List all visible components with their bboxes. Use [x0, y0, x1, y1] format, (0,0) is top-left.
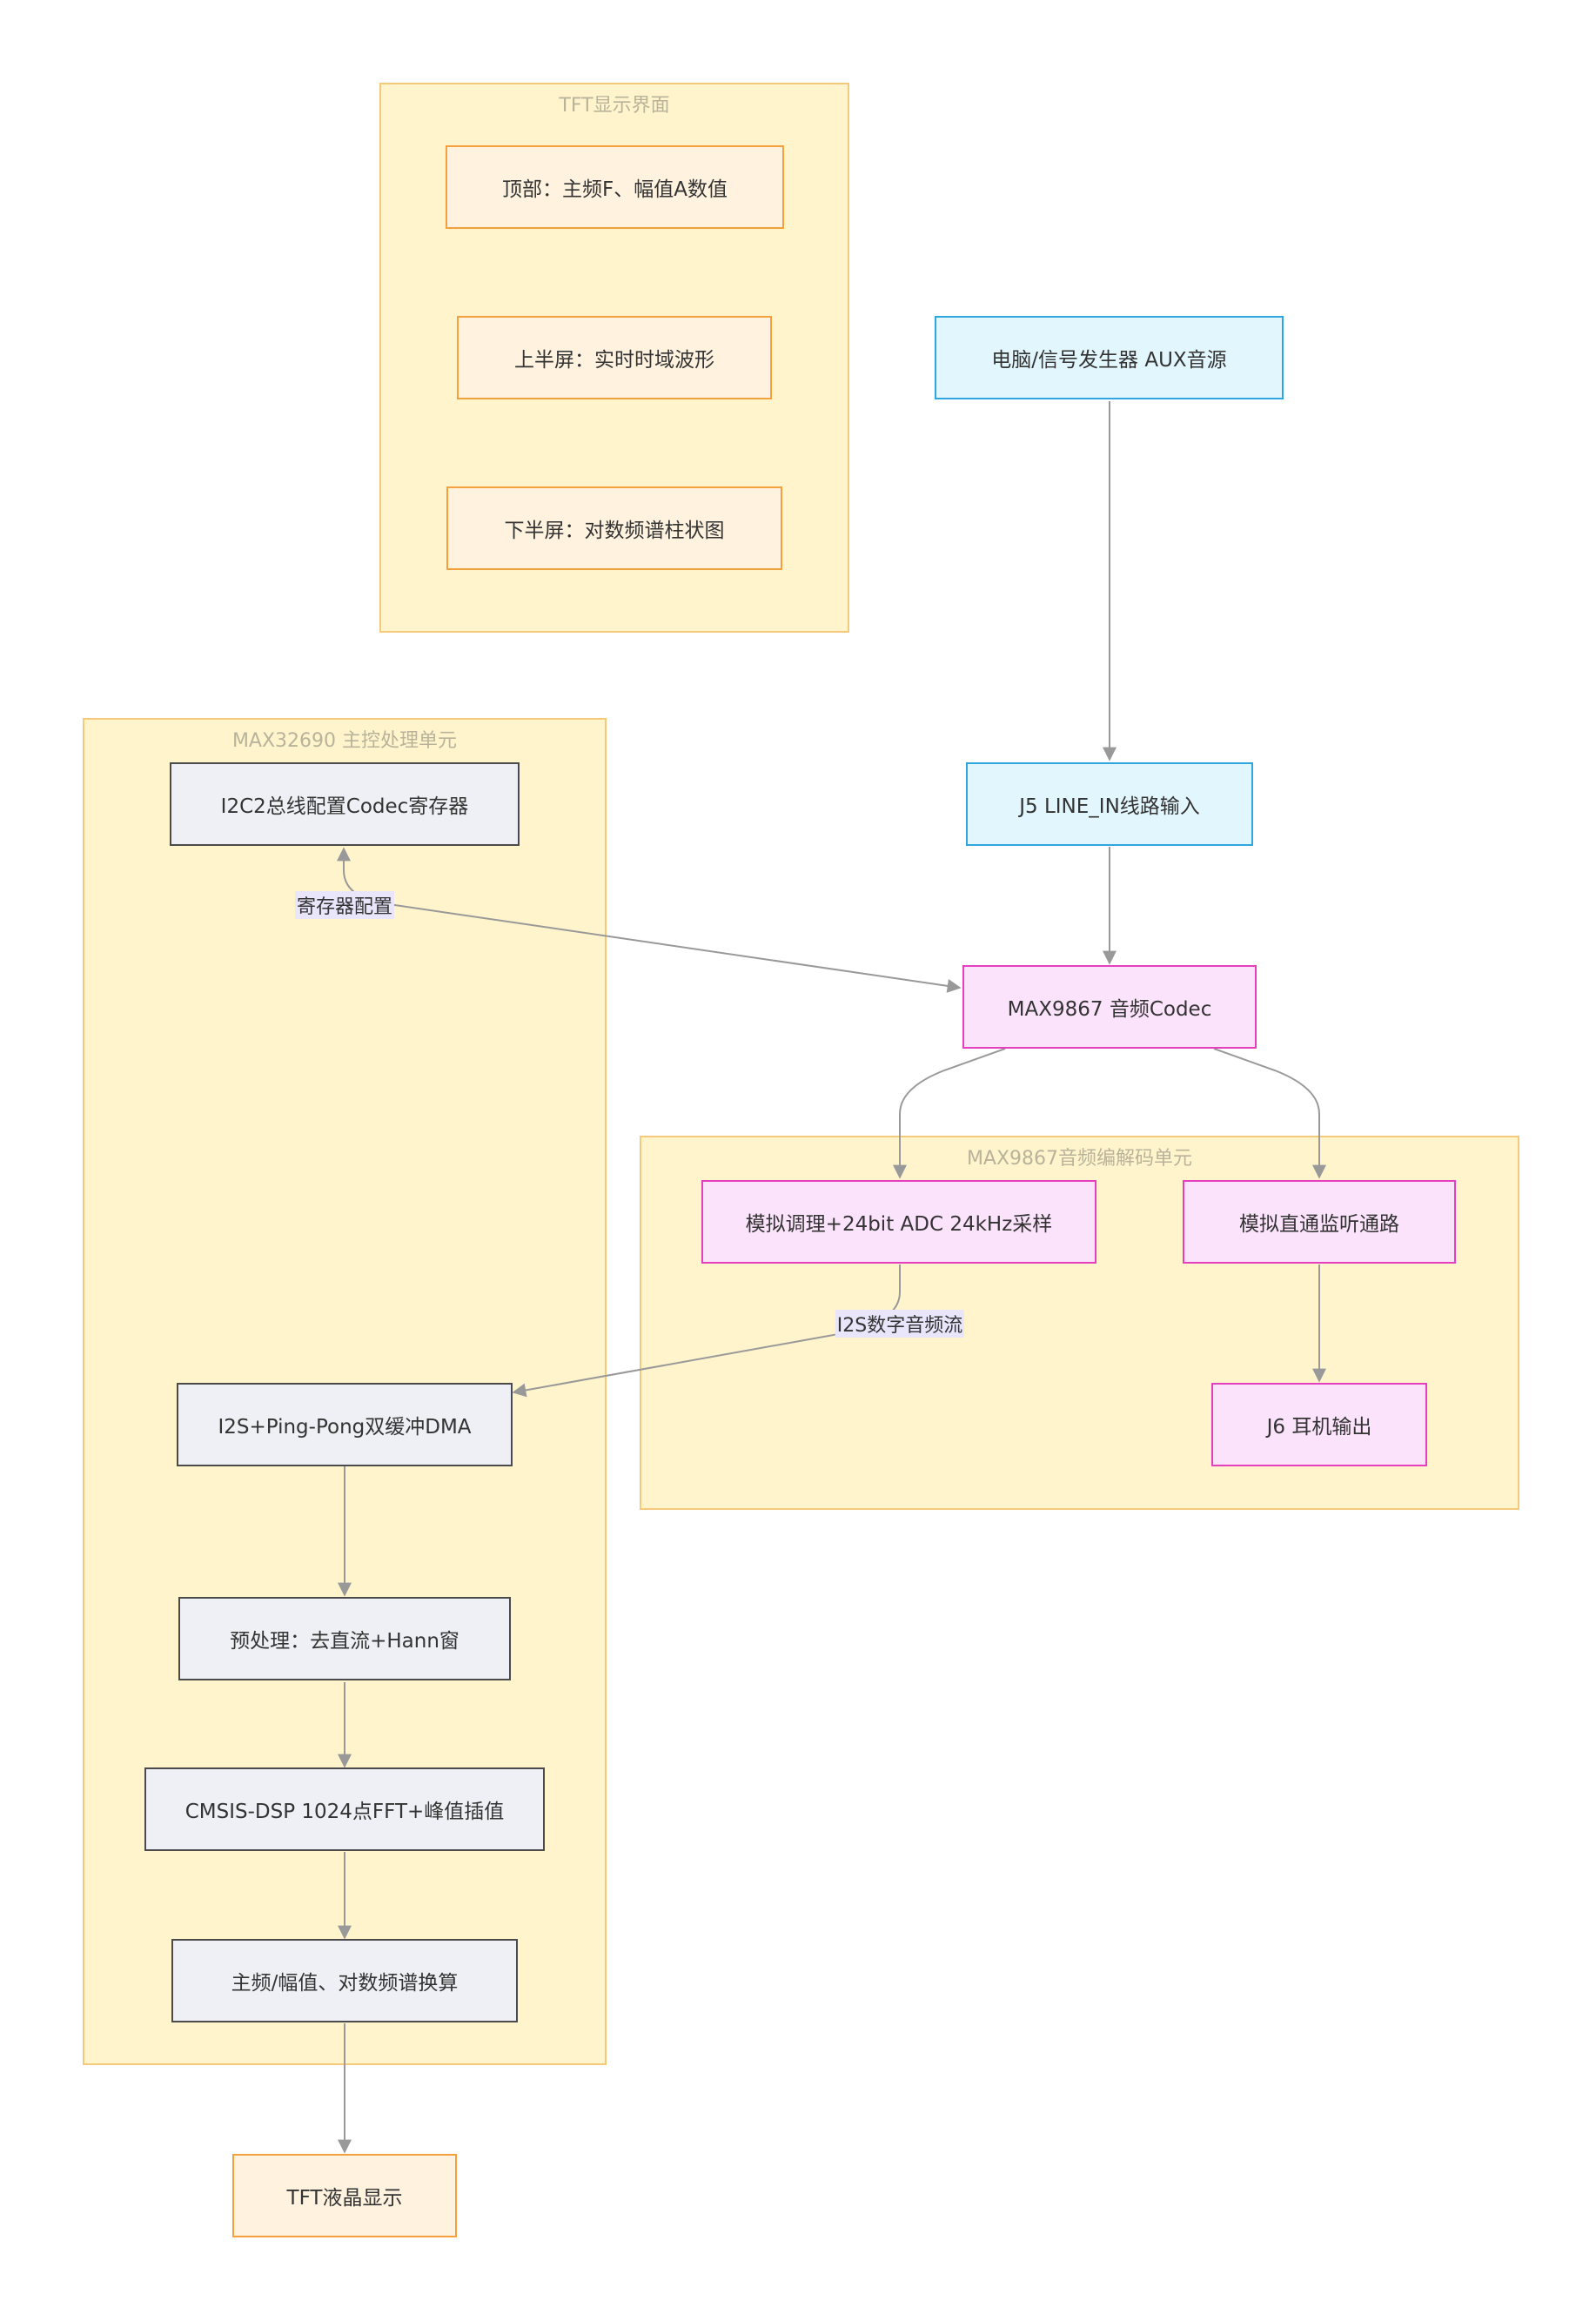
edge-label-i2s-stream: I2S数字音频流 [835, 1310, 965, 1338]
node-max9867-codec: MAX9867 音频Codec [962, 965, 1257, 1049]
node-spectrum-calc: 主频/幅值、对数频谱换算 [171, 1939, 518, 2022]
node-top-display: 顶部：主频F、幅值A数值 [446, 145, 784, 229]
group-title-tft-ui: TFT显示界面 [559, 95, 670, 117]
node-monitor-path: 模拟直通监听通路 [1183, 1180, 1456, 1264]
group-title-codec: MAX9867音频编解码单元 [966, 1148, 1193, 1170]
node-i2c-config: I2C2总线配置Codec寄存器 [170, 762, 520, 846]
edge-i2c-max9867 [337, 847, 962, 993]
group-title-mcu: MAX32690 主控处理单元 [231, 730, 458, 752]
edge-max9867-monitor [1213, 1048, 1326, 1179]
node-j5-line-in: J5 LINE_IN线路输入 [966, 762, 1253, 846]
node-adc: 模拟调理+24bit ADC 24kHz采样 [701, 1180, 1096, 1264]
node-tft-display: TFT液晶显示 [232, 2154, 457, 2237]
node-lower-display: 下半屏：对数频谱柱状图 [446, 486, 782, 570]
node-upper-display: 上半屏：实时时域波形 [457, 316, 772, 399]
node-preprocess: 预处理：去直流+Hann窗 [178, 1597, 511, 1680]
node-audio-source: 电脑/信号发生器 AUX音源 [935, 316, 1284, 399]
node-j6-headphone: J6 耳机输出 [1211, 1383, 1427, 1466]
edge-max9867-adc [893, 1048, 1006, 1179]
node-fft: CMSIS-DSP 1024点FFT+峰值插值 [144, 1767, 545, 1851]
edge-label-register-config: 寄存器配置 [294, 891, 395, 919]
node-i2s-dma: I2S+Ping-Pong双缓冲DMA [177, 1383, 513, 1466]
